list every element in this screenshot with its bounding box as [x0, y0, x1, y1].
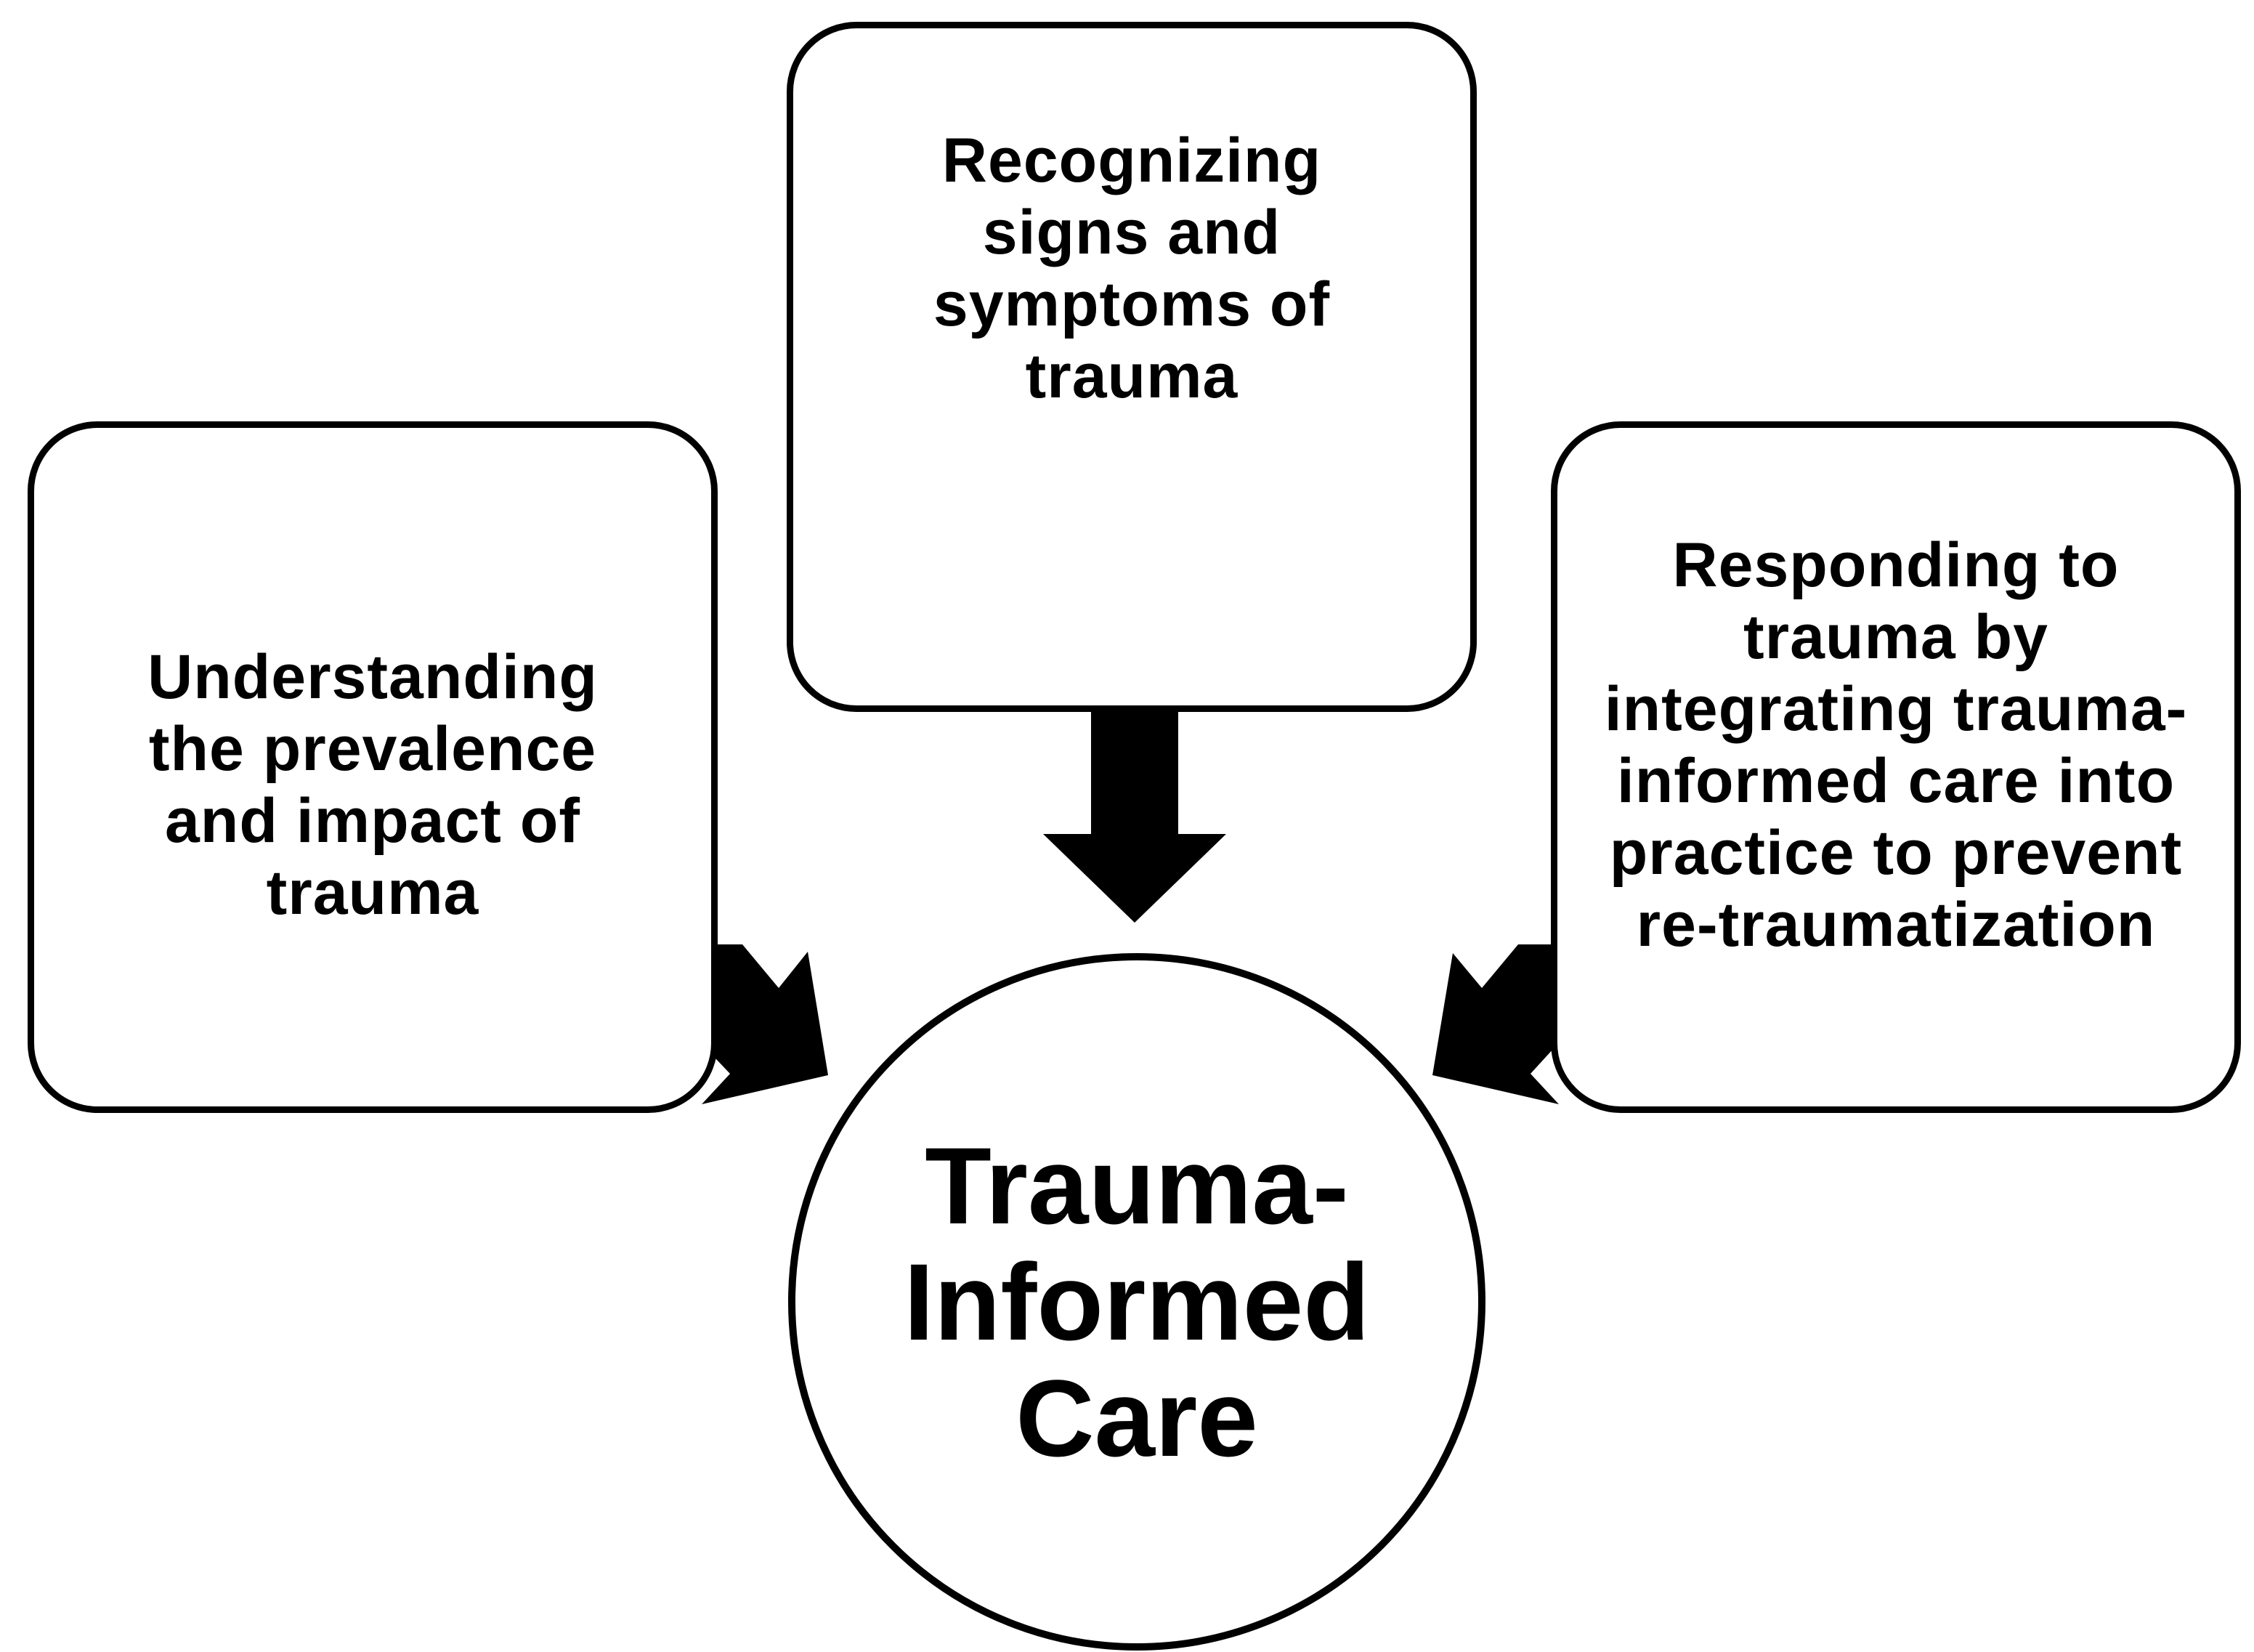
- box-recognizing-label: Recognizing signs and symptoms of trauma: [933, 126, 1331, 411]
- center-circle: Trauma-Informed Care: [788, 953, 1485, 1651]
- arrow-left-to-center: [690, 944, 828, 1104]
- box-recognizing: Recognizing signs and symptoms of trauma: [787, 22, 1477, 712]
- arrow-right-to-center: [1432, 944, 1569, 1104]
- arrow-top-to-center: [1043, 708, 1226, 923]
- box-responding-label: Responding to trauma by integrating trau…: [1604, 530, 2188, 960]
- center-circle-label: Trauma-Informed Care: [904, 1125, 1370, 1479]
- box-understanding-label: Understanding the prevalence and impact …: [147, 642, 598, 928]
- box-understanding: Understanding the prevalence and impact …: [28, 421, 718, 1113]
- box-responding: Responding to trauma by integrating trau…: [1551, 421, 2241, 1113]
